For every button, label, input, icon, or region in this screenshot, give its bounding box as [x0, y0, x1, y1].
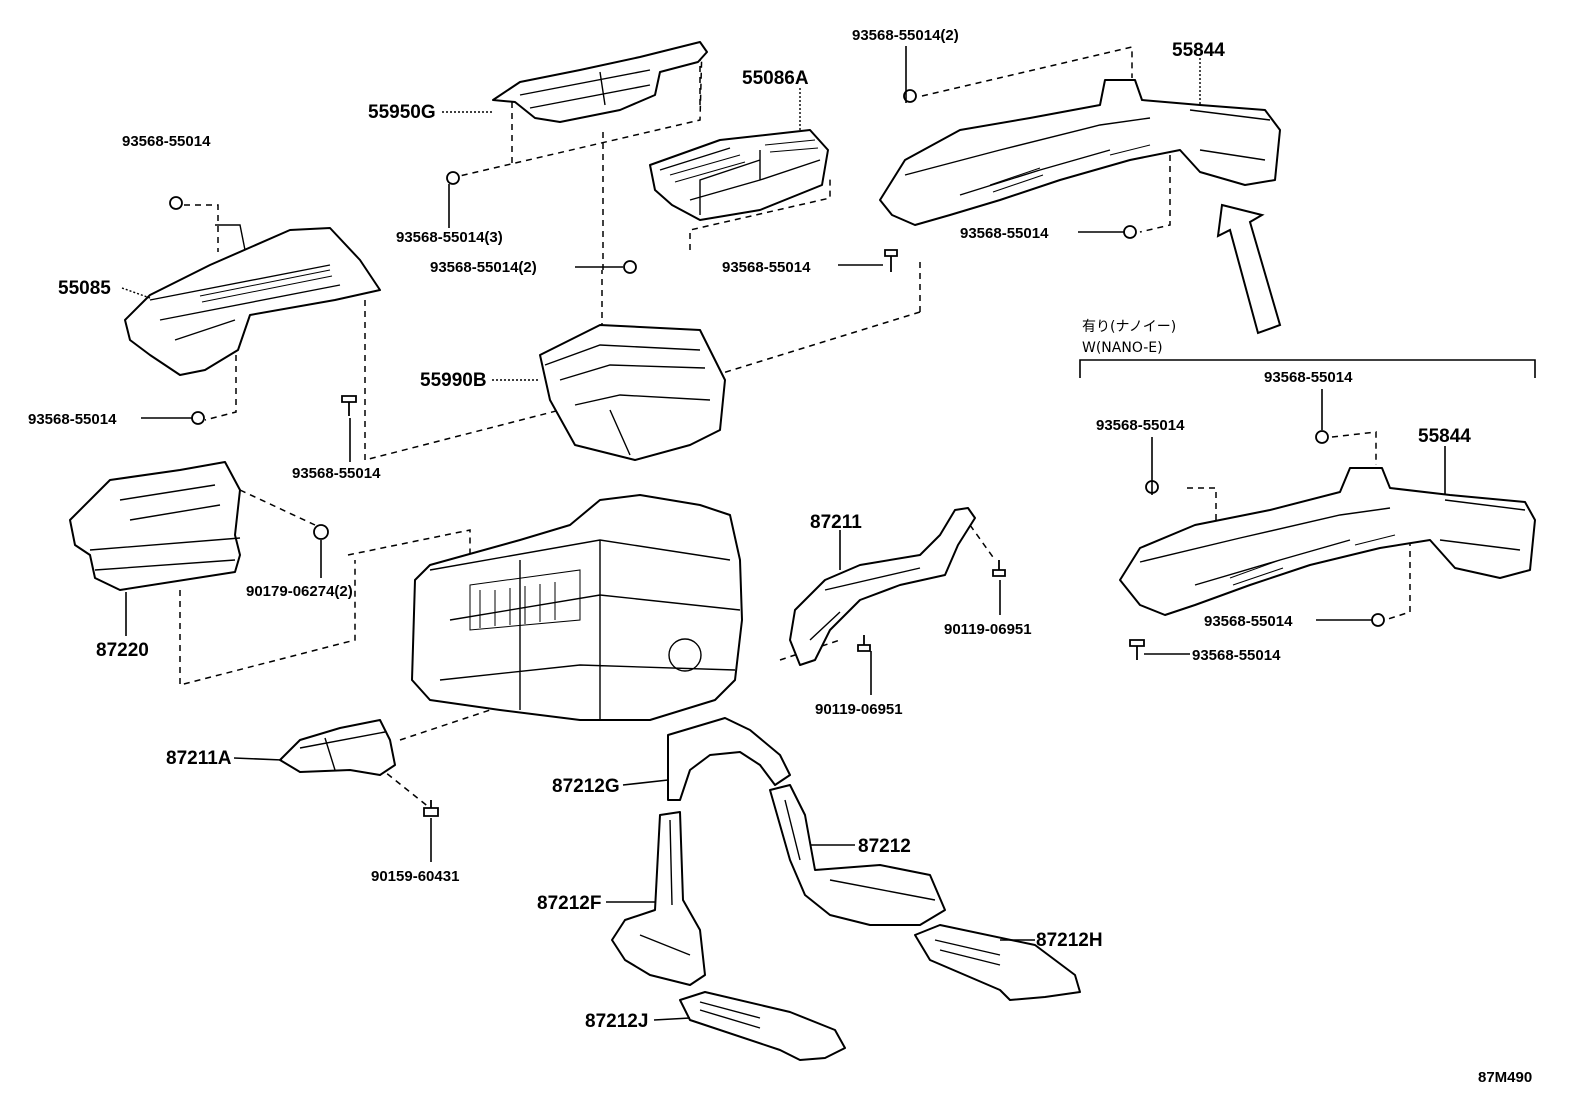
screw-icon — [884, 249, 898, 272]
label-87212H: 87212H — [1036, 930, 1103, 951]
part-87212G-arch — [667, 717, 791, 801]
label-55086A: 55086A — [742, 68, 809, 89]
variant-note-en: W(NANO-E) — [1082, 340, 1163, 356]
label-87212J: 87212J — [585, 1011, 648, 1032]
label-55844-top: 55844 — [1172, 40, 1225, 61]
label-87212G: 87212G — [552, 776, 620, 797]
clip-icon — [1315, 430, 1329, 444]
label-screw-1: 93568-55014 — [122, 133, 211, 150]
label-87211A: 87211A — [166, 748, 232, 769]
diagram-code: 87M490 — [1478, 1069, 1532, 1086]
clip-icon — [1123, 225, 1137, 239]
part-55990B-box — [539, 324, 726, 461]
label-screw-11: 93568-55014 — [1204, 613, 1293, 630]
label-bolt-3: 90159-60431 — [371, 868, 459, 885]
label-55085: 55085 — [58, 278, 111, 299]
part-number-labels: 55950G 55086A 55844 55085 55990B 87220 8… — [28, 27, 1532, 1086]
variant-bracket — [1079, 359, 1536, 378]
label-screw-3: 93568-55014(2) — [430, 259, 537, 276]
label-screw-10: 93568-55014 — [1096, 417, 1185, 434]
label-screw-2: 93568-55014(3) — [396, 229, 503, 246]
part-87212H-duct — [914, 924, 1081, 1001]
label-screw-6: 93568-55014 — [722, 259, 811, 276]
bolt-icon — [992, 560, 1006, 577]
nut-icon — [313, 524, 329, 540]
clip-icon — [623, 260, 637, 274]
part-87212-duct — [769, 784, 946, 926]
screw-icon — [1129, 639, 1145, 660]
label-screw-8: 93568-55014 — [292, 465, 381, 482]
label-bolt-1: 90119-06951 — [944, 621, 1032, 638]
screw-icon — [341, 395, 357, 416]
clip-icon — [903, 89, 917, 103]
clip-icon — [1371, 613, 1385, 627]
part-55844-duct-nanoe — [1119, 467, 1536, 616]
label-screw-7: 93568-55014 — [28, 411, 117, 428]
label-87212: 87212 — [858, 836, 911, 857]
label-87220: 87220 — [96, 640, 149, 661]
part-55085-duct-left — [124, 224, 381, 376]
clip-icon — [446, 171, 460, 185]
part-55950G-bracket — [492, 41, 708, 123]
leader-lines — [121, 46, 1446, 1021]
bolt-icon — [857, 635, 871, 652]
label-87212F: 87212F — [537, 893, 601, 914]
label-55950G: 55950G — [368, 102, 436, 123]
clip-icon — [191, 411, 205, 425]
label-screw-12: 93568-55014 — [1192, 647, 1281, 664]
label-55844-bottom: 55844 — [1418, 426, 1471, 447]
part-87220-cover — [69, 461, 241, 591]
part-55086A-register — [649, 129, 829, 221]
label-bolt-2: 90119-06951 — [815, 701, 903, 718]
part-87212F-duct — [611, 811, 706, 986]
part-87212J-duct — [679, 991, 846, 1061]
main-air-conditioning-unit — [411, 494, 743, 721]
label-87211: 87211 — [810, 512, 862, 533]
part-55844-duct-top — [879, 79, 1281, 226]
label-screw-5: 93568-55014 — [960, 225, 1049, 242]
label-screw-9: 93568-55014 — [1264, 369, 1353, 386]
clip-icon — [169, 196, 183, 210]
part-87211-duct — [789, 507, 976, 666]
label-nut-1: 90179-06274(2) — [246, 583, 353, 600]
direction-arrow — [1216, 203, 1282, 335]
part-87211A-duct — [279, 719, 396, 776]
label-screw-4: 93568-55014(2) — [852, 27, 959, 44]
assembly-guide-lines — [179, 44, 1411, 809]
variant-note-jp: 有り(ナノイー) — [1082, 319, 1176, 335]
bolt-icon — [423, 800, 439, 817]
label-55990B: 55990B — [420, 370, 487, 391]
